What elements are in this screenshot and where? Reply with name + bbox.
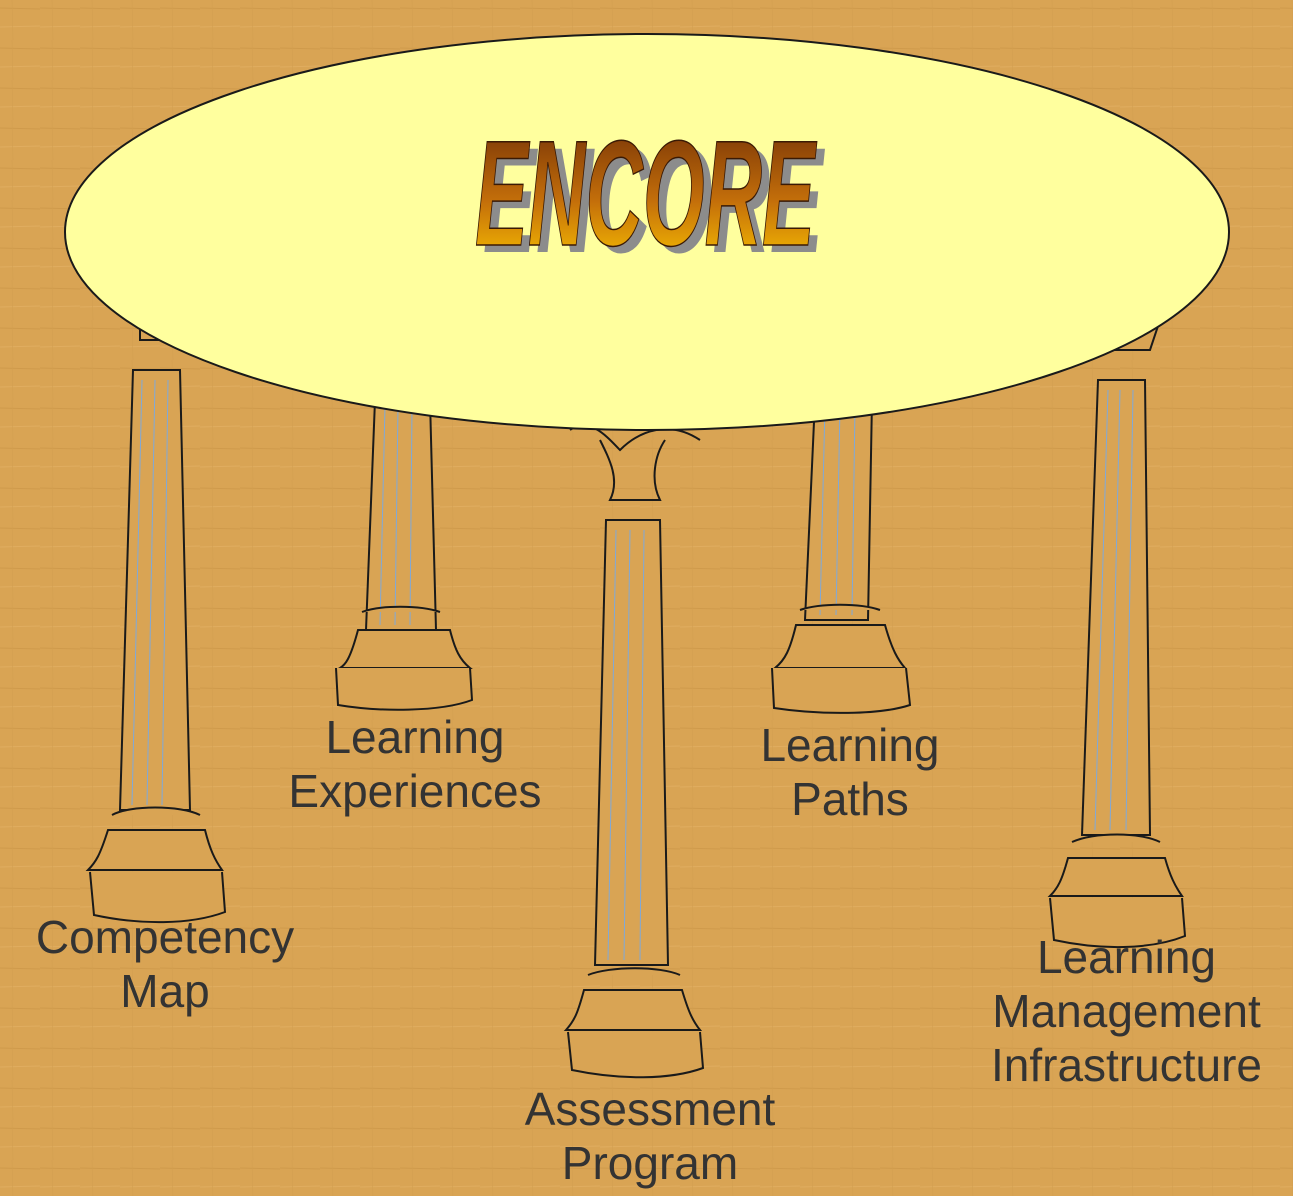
label-line: Learning: [1036, 931, 1217, 983]
title-shadow: ENCORE: [483, 116, 825, 280]
label-line: Learning: [325, 711, 505, 763]
label-line: Management: [992, 985, 1261, 1037]
label-line: Map: [120, 965, 210, 1017]
label-learning-experiences: Learning Experiences: [250, 710, 580, 818]
label-line: Experiences: [288, 765, 542, 817]
encore-title-graphic: ENCORE ENCORE: [474, 108, 825, 280]
pillar-learning-management-infrastructure: [1047, 300, 1187, 949]
label-learning-management-infrastructure: Learning Management Infrastructure: [960, 930, 1293, 1092]
roof-ellipse: [64, 33, 1230, 431]
label-line: Paths: [791, 773, 909, 825]
label-line: Competency: [35, 911, 295, 963]
label-line: Assessment: [524, 1083, 776, 1135]
pillar-learning-paths: [771, 399, 912, 714]
label-assessment-program: Assessment Program: [470, 1082, 830, 1190]
label-competency-map: Competency Map: [0, 910, 330, 1018]
pillar-learning-experiences: [335, 399, 474, 711]
page-title: ENCORE: [475, 109, 817, 277]
label-learning-paths: Learning Paths: [700, 718, 1000, 826]
label-line: Infrastructure: [991, 1039, 1262, 1091]
label-line: Program: [561, 1137, 739, 1189]
label-line: Learning: [760, 719, 940, 771]
